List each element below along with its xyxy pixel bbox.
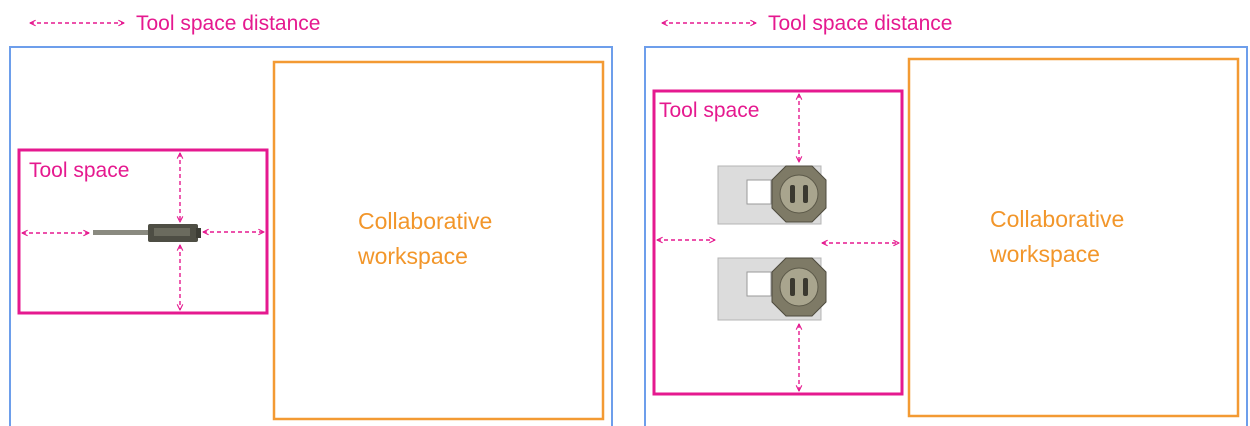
legend-label-right: Tool space distance <box>768 12 952 35</box>
gripper-plate-bottom <box>717 257 827 321</box>
tool-space-label-left: Tool space <box>29 159 129 182</box>
panel-left: Tool space distance Collaborative worksp… <box>9 12 613 426</box>
collaborative-workspace-right <box>907 57 1240 418</box>
collaborative-workspace-left <box>272 60 605 421</box>
outer-frame-right <box>644 46 1248 426</box>
collab-label-line2-left: workspace <box>357 243 468 269</box>
gripper-plate-top <box>717 165 827 225</box>
outer-frame-left <box>9 46 613 426</box>
legend-label-left: Tool space distance <box>136 12 320 35</box>
tool-space-label-right: Tool space <box>659 99 759 122</box>
collab-label-line1-left: Collaborative <box>358 208 492 234</box>
tool-space-left <box>17 148 269 315</box>
collab-label-line2-right: workspace <box>989 241 1100 267</box>
collab-label-line1-right: Collaborative <box>990 206 1124 232</box>
panel-right: Tool space distance Collaborative worksp… <box>644 12 1248 426</box>
tool-space-right <box>652 89 904 396</box>
gripper-tool-left <box>93 224 201 242</box>
